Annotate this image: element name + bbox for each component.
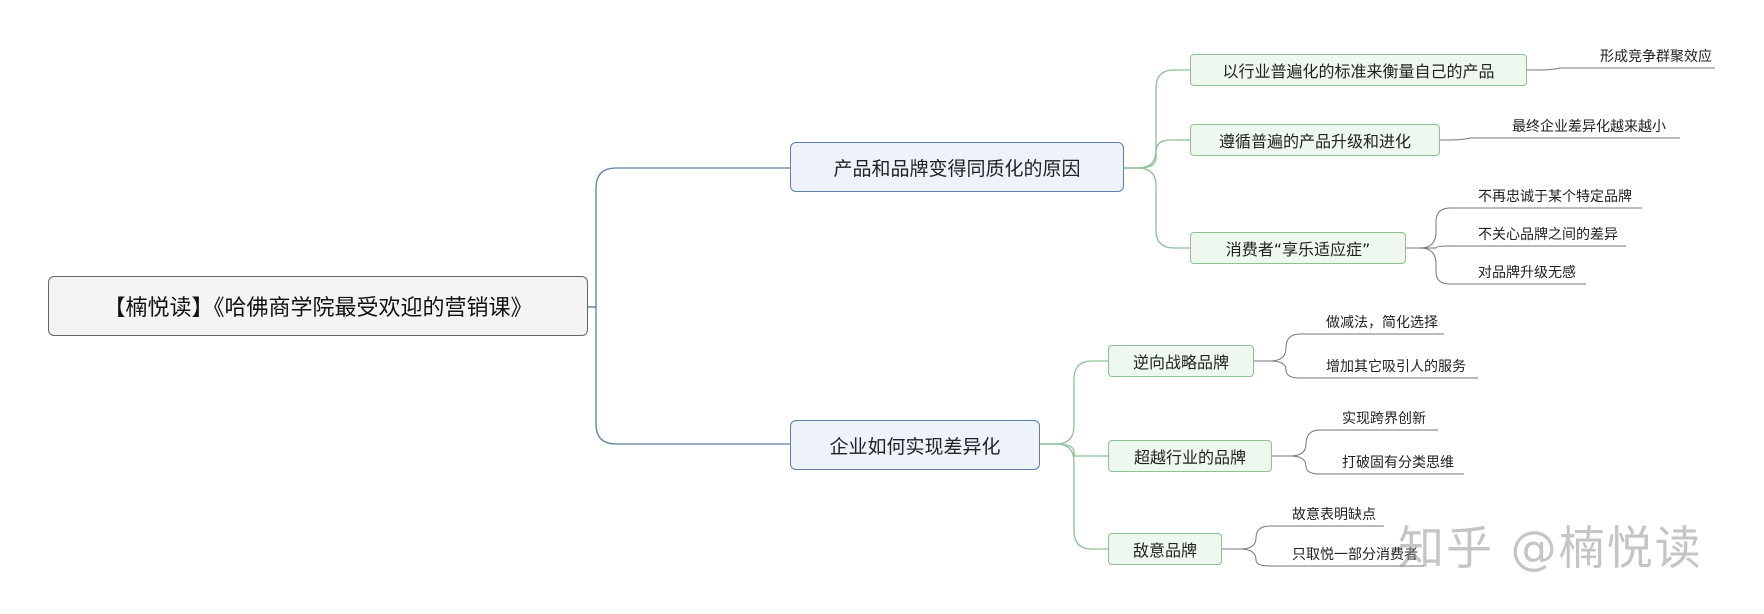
link-root-b2 bbox=[588, 306, 790, 445]
leaf-state-shortcomings[interactable]: 故意表明缺点 bbox=[1292, 507, 1376, 523]
leaf-please-some-consumers[interactable]: 只取悦一部分消费者 bbox=[1292, 547, 1418, 563]
link-c1-l1 bbox=[1527, 67, 1715, 71]
link-b1-c1 bbox=[1124, 69, 1190, 169]
leaf-break-category-thinking[interactable]: 打破固有分类思维 bbox=[1342, 455, 1454, 471]
link-c3-l3 bbox=[1406, 247, 1586, 285]
link-b1-c2 bbox=[1124, 139, 1190, 169]
node-product-upgrade[interactable]: 遵循普遍的产品升级和进化 bbox=[1190, 124, 1440, 156]
link-d2-l2 bbox=[1272, 455, 1464, 475]
link-b1-c3 bbox=[1124, 167, 1190, 249]
link-c3-l2 bbox=[1406, 245, 1626, 249]
leaf-indifferent-upgrades[interactable]: 对品牌升级无感 bbox=[1478, 265, 1576, 281]
link-c2-l1 bbox=[1440, 137, 1680, 141]
node-reverse-brand[interactable]: 逆向战略品牌 bbox=[1108, 345, 1254, 377]
leaf-ignore-brand-differences[interactable]: 不关心品牌之间的差异 bbox=[1478, 227, 1618, 243]
link-root-b1 bbox=[588, 167, 790, 308]
root-node[interactable]: 【楠悦读】《哈佛商学院最受欢迎的营销课》 bbox=[48, 276, 588, 336]
link-d2-l1 bbox=[1272, 429, 1438, 457]
branch-differentiation-methods[interactable]: 企业如何实现差异化 bbox=[790, 420, 1040, 470]
zhihu-watermark: 知乎 @楠悦读 bbox=[1398, 521, 1703, 575]
leaf-simplify-choices[interactable]: 做减法，简化选择 bbox=[1326, 315, 1438, 331]
link-d3-l2 bbox=[1222, 548, 1424, 567]
link-b2-c3 bbox=[1040, 443, 1108, 550]
link-d1-l2 bbox=[1254, 360, 1478, 379]
link-c3-l1 bbox=[1406, 207, 1642, 249]
link-b2-c1 bbox=[1040, 360, 1108, 445]
leaf-competitive-clustering[interactable]: 形成竞争群聚效应 bbox=[1600, 49, 1712, 65]
leaf-add-attractive-services[interactable]: 增加其它吸引人的服务 bbox=[1326, 359, 1466, 375]
link-d1-l1 bbox=[1254, 333, 1444, 362]
link-b2-c2 bbox=[1040, 443, 1108, 457]
node-breakaway-brand[interactable]: 超越行业的品牌 bbox=[1108, 440, 1272, 472]
node-industry-standard[interactable]: 以行业普遍化的标准来衡量自己的产品 bbox=[1190, 54, 1527, 86]
node-hedonic-adaptation[interactable]: 消费者“享乐适应症” bbox=[1190, 232, 1406, 264]
leaf-cross-border-innovation[interactable]: 实现跨界创新 bbox=[1342, 411, 1426, 427]
link-d3-l1 bbox=[1222, 525, 1384, 550]
node-hostile-brand[interactable]: 敌意品牌 bbox=[1108, 533, 1222, 565]
leaf-shrinking-differentiation[interactable]: 最终企业差异化越来越小 bbox=[1512, 119, 1666, 135]
leaf-no-brand-loyalty[interactable]: 不再忠诚于某个特定品牌 bbox=[1478, 189, 1632, 205]
branch-homogenization-causes[interactable]: 产品和品牌变得同质化的原因 bbox=[790, 142, 1124, 192]
